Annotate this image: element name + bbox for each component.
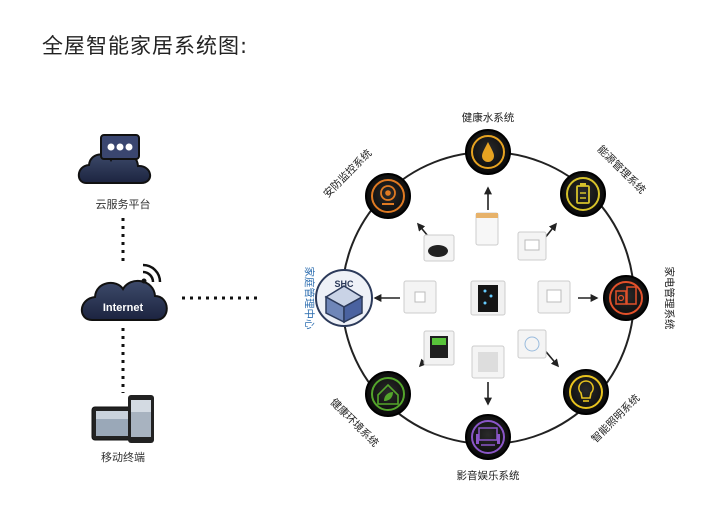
hub-label: 家庭管理中心: [303, 267, 316, 330]
internet-cloud-icon: [80, 263, 168, 321]
water-drop-icon: [482, 142, 494, 162]
appliance-icon: [615, 286, 637, 305]
cloud-service-label: 云服务平台: [95, 198, 151, 211]
water-system-node: [465, 129, 511, 175]
appliance-system-node: [603, 275, 649, 321]
av-system-node: [465, 414, 511, 460]
light-bulb-icon: [578, 380, 594, 402]
appliance-system-label: 家电管理系统: [663, 267, 676, 330]
av-system-icon: [476, 427, 500, 446]
energy-system-node: [560, 171, 606, 217]
battery-recycle-icon: [576, 183, 590, 204]
mobile-terminal-label: 移动终端: [101, 451, 145, 464]
water-system-label: 健康水系统: [462, 111, 515, 124]
lighting-system-node: [563, 369, 609, 415]
cloud-service-icon: [77, 134, 151, 184]
internet-label: Internet: [103, 302, 144, 314]
hub-device-label: SHC: [334, 279, 354, 289]
page-title: 全屋智能家居系统图:: [42, 34, 249, 58]
environment-system-node: [365, 371, 411, 417]
security-system-node: [365, 173, 411, 219]
camera-icon: [380, 185, 396, 205]
device-panels: [403, 212, 571, 379]
mobile-devices-icon: [91, 395, 154, 443]
shc-hub: [315, 269, 373, 327]
av-system-label: 影音娱乐系统: [457, 469, 520, 482]
leaf-house-icon: [377, 383, 399, 405]
